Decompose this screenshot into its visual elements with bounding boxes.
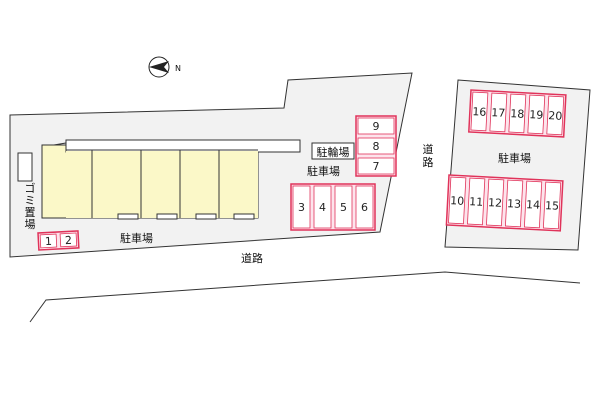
- parking-space: [523, 180, 543, 229]
- parking-space-number: 6: [361, 201, 368, 214]
- parking-space-number: 16: [472, 105, 487, 119]
- parking-space: [334, 185, 353, 229]
- parking-space-number: 8: [373, 140, 380, 153]
- parking-space: [59, 232, 78, 248]
- parking-column-middle: 9 8 7: [355, 115, 397, 177]
- parking-space-number: 1: [45, 235, 53, 248]
- parking-space: [504, 179, 524, 228]
- parking-space-number: 10: [450, 194, 465, 208]
- parking-space-number: 9: [373, 120, 380, 133]
- road-label-south: 道路: [241, 251, 263, 265]
- parking-space: [470, 91, 489, 132]
- parking-space-number: 4: [319, 201, 326, 214]
- parking-space-number: 19: [529, 108, 544, 122]
- parking-space-number: 7: [373, 160, 380, 173]
- parking-space-number: 13: [507, 197, 522, 211]
- north-arrow-icon: N: [148, 56, 181, 78]
- parking-space: [542, 181, 562, 230]
- apartment-building: [41, 139, 301, 220]
- parking-space: [313, 185, 332, 229]
- parking-space: [292, 185, 311, 229]
- parking-space-number: 20: [548, 109, 563, 123]
- parking-space: [357, 137, 395, 155]
- parking-row-east-top: 16 17 18 19 20: [468, 89, 567, 138]
- parking-space: [357, 117, 395, 135]
- parking-space-number: 17: [491, 106, 506, 120]
- parking-space-number: 15: [545, 199, 560, 213]
- parking-space-number: 18: [510, 107, 525, 121]
- parking-space: [527, 94, 546, 135]
- parking-space-number: 3: [298, 201, 305, 214]
- parking-space: [486, 178, 505, 227]
- parking-space: [39, 233, 58, 249]
- parking-label-east: 駐車場: [498, 151, 531, 165]
- parking-space-number: 12: [488, 196, 503, 210]
- parking-row-middle: 3 4 5 6: [290, 183, 376, 231]
- parking-space-number: 11: [469, 195, 484, 209]
- parking-space: [467, 177, 486, 226]
- parking-label-middle: 駐車場: [307, 164, 340, 178]
- north-label: N: [175, 64, 181, 73]
- parking-space: [355, 185, 374, 229]
- parking-space: [508, 93, 527, 134]
- parking-space: [448, 176, 467, 225]
- bicycle-parking-box: [311, 142, 355, 160]
- parking-space: [546, 95, 565, 136]
- road-edge: [29, 271, 581, 323]
- parking-space: [357, 157, 395, 175]
- road-label-east: 道路: [423, 142, 434, 169]
- garbage-area-label: ゴミ置場: [25, 181, 36, 231]
- bicycle-parking-label: 駐輪場: [317, 145, 350, 159]
- parking-space-number: 2: [65, 234, 73, 247]
- parking-space: [489, 92, 508, 133]
- parking-space-number: 5: [340, 201, 347, 214]
- parking-space-number: 14: [526, 198, 541, 212]
- garbage-box: [17, 152, 33, 182]
- parking-label-left: 駐車場: [120, 231, 153, 245]
- parking-row-east-bottom: 10 11 12 13 14 15: [445, 174, 564, 232]
